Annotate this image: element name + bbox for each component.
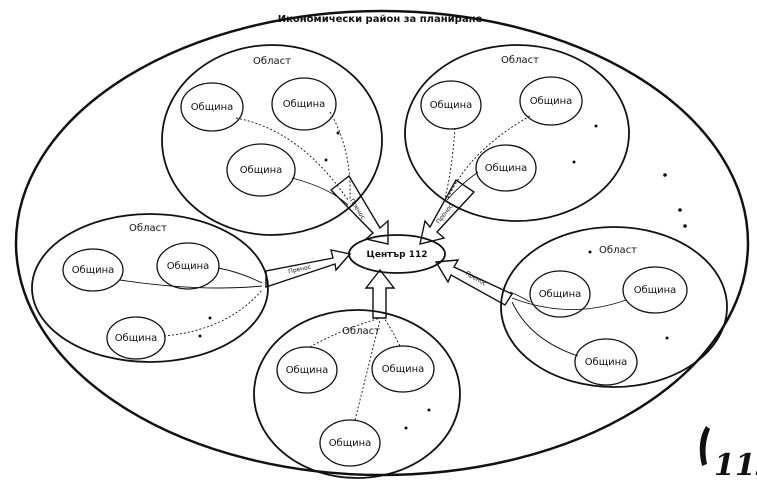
region-boundary [161,44,383,236]
region-title: Област [129,223,167,234]
link-line [163,289,263,337]
link-line [446,171,479,201]
municipality-label: Община [286,365,329,376]
region-title: Област [253,56,291,67]
municipality-node [420,80,482,130]
link-line [354,319,381,421]
municipality-node [180,82,244,132]
link-line [444,127,456,199]
region-title: Област [342,326,380,337]
municipality-label: Община [485,163,528,174]
link-line [119,279,263,289]
municipality-node [475,144,537,192]
municipality-label: Община [167,261,210,272]
region-boundary [404,44,630,222]
arrow-left: Пренос [265,249,352,288]
link-line [217,267,263,284]
link-line [291,177,349,206]
region-top-left: Област Община Община Община [161,44,383,236]
region-left: Област Община Община Община [31,213,269,363]
region-right: Област Община Община Община [500,226,728,388]
logo-112: 112 [699,426,757,483]
phone-handset-icon [699,426,710,466]
municipality-node [156,242,220,290]
region-title: Област [599,245,637,256]
link-line [329,111,351,201]
municipality-node [62,248,124,292]
link-line [511,297,627,310]
link-line [383,317,401,347]
arrow-top-left: Пренос [329,174,389,245]
arrow-label: Пренос [435,203,455,225]
municipality-label: Община [430,100,473,111]
municipality-label: Община [115,333,158,344]
municipality-node [276,346,338,394]
arrow-right: Пренос [434,259,514,306]
municipality-label: Община [283,99,326,110]
municipality-label: Община [240,165,283,176]
link-line [509,291,531,303]
municipality-node [371,345,435,393]
municipality-node [622,266,688,314]
region-boundary [253,309,461,479]
municipality-node [319,419,381,467]
municipality-label: Община [634,285,677,296]
municipality-label: Община [72,265,115,276]
municipality-label: Община [530,96,573,107]
region-bottom: Област Община Община Община [253,309,461,479]
continuation-dots [663,173,687,228]
region-boundary [31,213,269,363]
municipality-node [519,76,583,126]
link-line [309,317,381,348]
municipality-node [106,316,166,360]
municipality-label: Община [585,357,628,368]
municipality-label: Община [539,289,582,300]
logo-text: 112 [714,448,757,483]
region-title: Област [501,55,539,66]
arrow-label: Пренос [288,264,312,276]
region-boundary [500,226,728,388]
municipality-node [529,270,591,318]
municipality-node [574,338,638,386]
municipality-node [226,143,296,197]
planning-area-title: Икономически район за планиране [278,14,483,25]
link-line [511,301,579,357]
municipality-label: Община [382,364,425,375]
center-112-label: Център 112 [366,250,427,260]
arrow-bottom [364,268,396,319]
municipality-label: Община [191,102,234,113]
region-top-right: Област Община Община Община [404,44,630,222]
municipality-node [271,77,337,131]
municipality-label: Община [329,438,372,449]
